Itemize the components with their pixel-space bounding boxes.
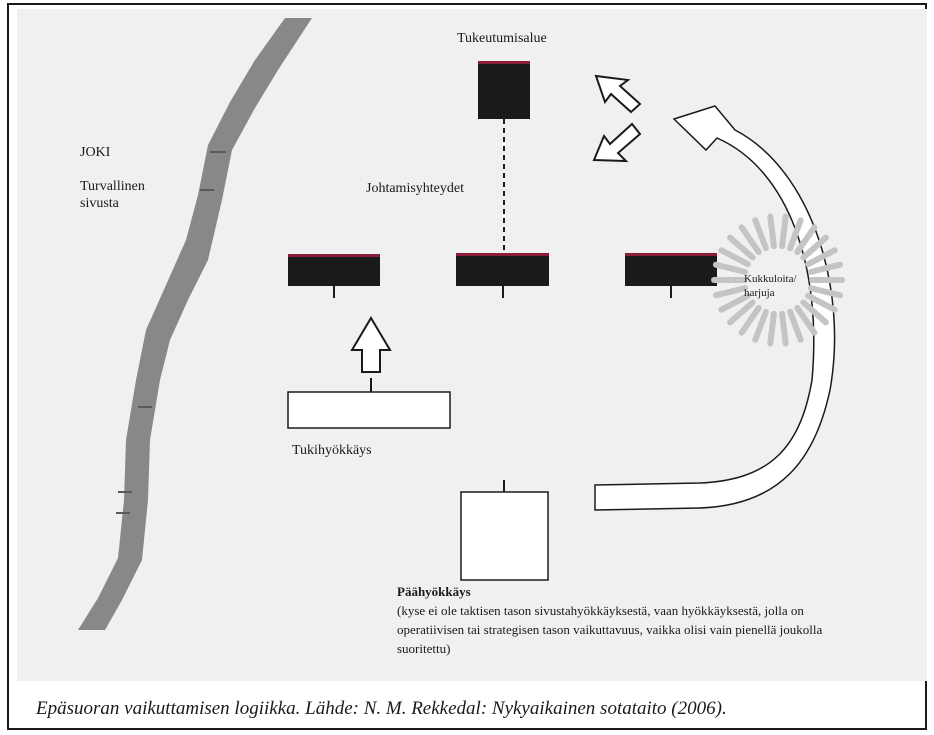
hills-ray [808,285,844,299]
outline-arrow-up [594,74,642,114]
hills-ray [779,213,789,250]
hills-ray [794,305,818,336]
hills-ray [805,292,838,313]
outline-arrow-down [592,122,642,163]
hills-ray [787,308,804,343]
hills-ray [787,217,804,252]
hills-ray [794,224,818,255]
command-links-label: Johtamisyhteydet [366,181,464,196]
river-label: JOKI [80,145,111,160]
hills-ray [752,217,769,252]
front-unit-right [625,253,717,286]
hills-label: Kukkuloita/ harjuja [744,273,797,299]
safe-flank-label: Turvallinen sivusta [80,179,145,211]
main-attack-title: Päähyökkäys [397,584,471,599]
figure-caption: Epäsuoran vaikuttamisen logiikka. Lähde:… [36,698,727,719]
hills-ray [738,305,762,336]
hills-ray [712,261,748,275]
hills-ray [727,299,756,326]
supporting-attack-arrow [350,316,392,373]
supporting-attack-label: Tukihyökkäys [292,443,372,458]
river-shape [78,18,312,630]
hills-ray [779,310,789,347]
support-area-label: Tukeutumisalue [457,31,547,46]
hills-ray [718,292,751,313]
main-attack-description: (kyse ei ole taktisen tason sivustahyökk… [397,603,823,656]
hills-ray [767,213,777,250]
front-units [288,253,717,298]
hills-ray [738,224,762,255]
hills-ray [712,285,748,299]
hills-ray [800,234,829,261]
hills-ray [805,247,838,268]
main-attack-arrow [594,105,836,511]
support-area-unit [478,61,530,119]
supporting-attack-unit [287,391,451,429]
hills-ray [718,247,751,268]
front-unit-center [456,253,549,286]
hills-ray [808,261,844,275]
hills-ray [752,308,769,343]
front-unit-left [288,254,380,286]
main-attack-unit [460,491,549,581]
hills-ray [800,299,829,326]
hills-ray [727,234,756,261]
hills-symbol [711,213,845,347]
river-marks [116,151,226,514]
hills-ray [767,310,777,347]
